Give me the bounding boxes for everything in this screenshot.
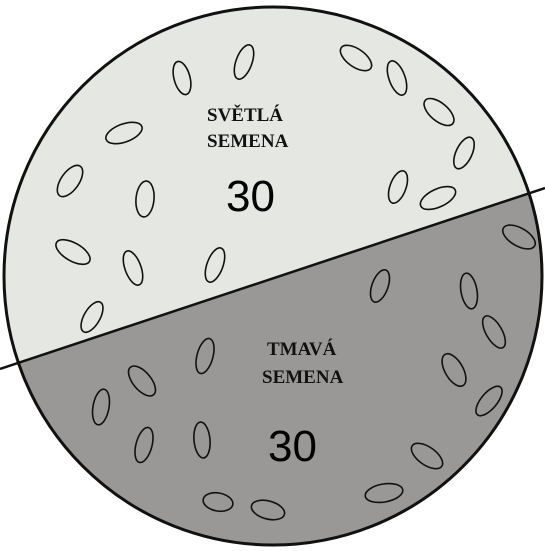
light-region-label-line-1: SVĚTLÁ <box>207 104 283 126</box>
dark-region-label-line-1: TMAVÁ <box>267 338 337 360</box>
dark-region-count: 30 <box>268 422 317 471</box>
light-region-count: 30 <box>226 172 275 221</box>
dark-region-label-line-2: SEMENA <box>262 367 344 388</box>
light-region-label-line-2: SEMENA <box>207 131 289 152</box>
